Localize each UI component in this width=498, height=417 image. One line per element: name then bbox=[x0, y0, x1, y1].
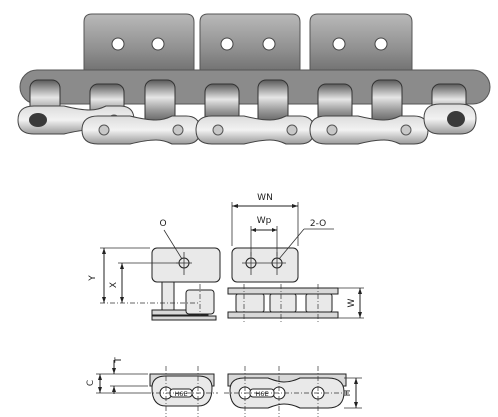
plate-mark-2: H6E bbox=[255, 390, 268, 398]
side-view-bottom: H6E H6E T C H bbox=[86, 357, 362, 417]
label-two-holes: 2-O bbox=[310, 219, 326, 229]
label-h: H bbox=[343, 390, 353, 397]
label-x: X bbox=[109, 282, 119, 288]
plate-mark-1: H6E bbox=[174, 390, 187, 398]
label-y: Y bbox=[88, 275, 98, 282]
label-wn: WN bbox=[257, 193, 273, 203]
chain-photo bbox=[17, 13, 491, 145]
attachment-tab bbox=[309, 13, 413, 75]
attachment-tab bbox=[83, 13, 195, 75]
front-view-top: WN Wp 2-O O Y X W bbox=[88, 193, 364, 324]
label-t: T bbox=[114, 357, 124, 364]
label-w: W bbox=[347, 298, 357, 307]
label-wp: Wp bbox=[257, 216, 272, 226]
label-c: C bbox=[86, 380, 96, 386]
dimension-drawings: WN Wp 2-O O Y X W bbox=[86, 193, 364, 417]
label-hole: O bbox=[159, 219, 166, 229]
attachment-tab bbox=[199, 13, 301, 75]
attachment-tabs bbox=[83, 13, 413, 75]
front-link-plates bbox=[17, 103, 477, 145]
